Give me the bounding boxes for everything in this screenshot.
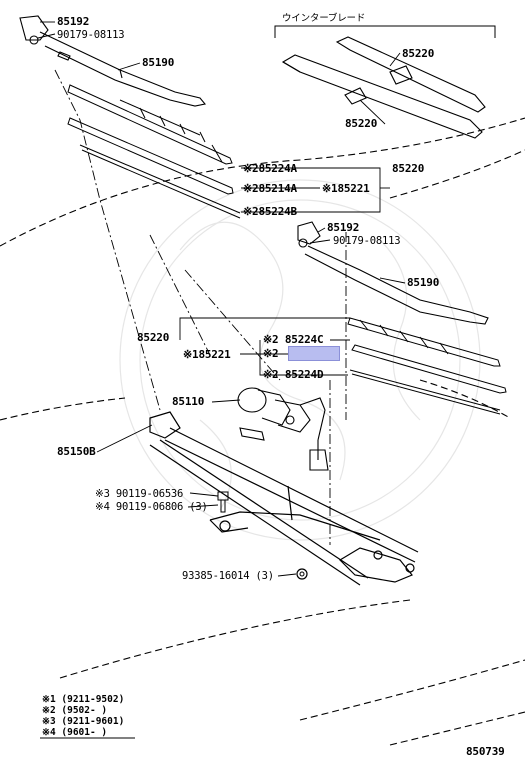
label-85150b[interactable]: 85150B bbox=[57, 445, 96, 458]
label-93385-16014[interactable]: 93385-16014 (3) bbox=[182, 570, 274, 582]
label-85220-winter-a[interactable]: 85220 bbox=[402, 47, 435, 60]
label-185221-mid[interactable]: ※185221 bbox=[183, 348, 231, 361]
label-90119-06536[interactable]: ※3 90119-06536 bbox=[95, 488, 184, 500]
label-star2-hidden[interactable]: ※2 bbox=[263, 347, 279, 360]
diagram-code: 850739 bbox=[466, 745, 505, 758]
note-3: ※3 (9211-9601) bbox=[42, 716, 125, 727]
label-85224b[interactable]: ※285224B bbox=[243, 205, 297, 218]
label-85220-winter-b[interactable]: 85220 bbox=[345, 117, 378, 130]
label-85224d[interactable]: ※2 85224D bbox=[263, 368, 324, 381]
label-85214a[interactable]: ※285214A bbox=[243, 182, 297, 195]
label-85220-right[interactable]: 85220 bbox=[392, 162, 425, 175]
label-85190-top[interactable]: 85190 bbox=[142, 56, 175, 69]
label-85224c[interactable]: ※2 85224C bbox=[263, 333, 324, 346]
label-85224a[interactable]: ※285224A bbox=[243, 162, 297, 175]
label-85220-left[interactable]: 85220 bbox=[137, 331, 170, 344]
label-185221-top[interactable]: ※185221 bbox=[322, 182, 370, 195]
label-winter-blade: ウインターブレード bbox=[282, 13, 366, 24]
label-85192-mid[interactable]: 85192 bbox=[327, 221, 360, 234]
label-90119-06806[interactable]: ※4 90119-06806 (3) bbox=[95, 501, 208, 513]
label-85190-mid[interactable]: 85190 bbox=[407, 276, 440, 289]
note-1: ※1 (9211-9502) bbox=[42, 694, 125, 705]
label-90179-mid[interactable]: 90179-08113 bbox=[333, 235, 401, 247]
label-85110[interactable]: 85110 bbox=[172, 395, 205, 408]
highlighted-part-box[interactable] bbox=[288, 346, 340, 361]
label-90179-top[interactable]: 90179-08113 bbox=[57, 29, 125, 41]
note-4: ※4 (9601- ) bbox=[42, 727, 108, 738]
note-2: ※2 (9502- ) bbox=[42, 705, 108, 716]
label-85192-top[interactable]: 85192 bbox=[57, 15, 90, 28]
